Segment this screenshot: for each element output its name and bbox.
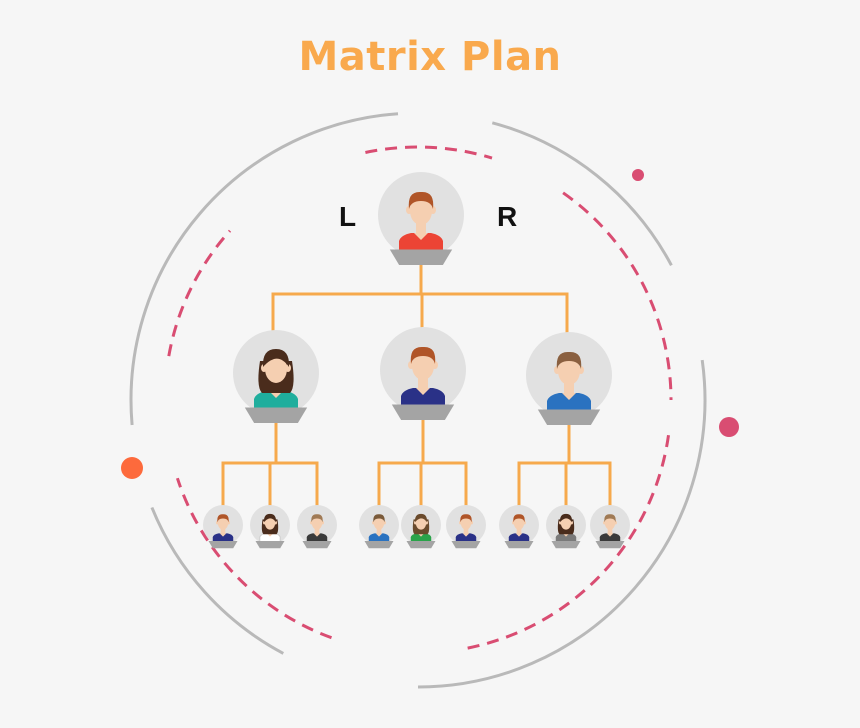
man-red-shirt-icon <box>378 172 464 265</box>
outer-ring-arc <box>417 359 707 689</box>
decor-dot-small <box>632 169 644 181</box>
pedestal <box>244 407 308 423</box>
outer-ring-arc <box>129 112 399 426</box>
woman-teal-shirt-icon <box>233 330 319 423</box>
pedestal <box>302 541 332 549</box>
pedestal <box>451 541 481 549</box>
pedestal <box>406 541 436 549</box>
decorative-rings <box>121 112 739 689</box>
connector-lines <box>221 260 612 509</box>
outer-ring-arc <box>150 506 285 655</box>
man-navy-shirt-icon <box>380 327 466 420</box>
diagram-title: Matrix Plan <box>298 34 562 80</box>
man-navy-shirt-icon <box>203 505 243 549</box>
woman-green-shirt-icon <box>401 505 441 549</box>
pedestal <box>595 541 625 549</box>
inner-dashed-arc <box>175 477 333 640</box>
man-dark-shirt-icon <box>590 505 630 549</box>
pedestal <box>537 409 601 425</box>
man-blue-shirt-icon <box>526 332 612 425</box>
pedestal <box>364 541 394 549</box>
inner-dashed-arc <box>167 229 232 357</box>
right-leg-label: R <box>497 201 518 232</box>
inner-dashed-arc <box>562 191 673 401</box>
woman-gray-shirt-icon <box>546 505 586 549</box>
woman-white-shirt-icon <box>250 505 290 549</box>
left-leg-label: L <box>339 201 357 232</box>
man-navy-shirt-icon <box>499 505 539 549</box>
man-dark-shirt-icon <box>297 505 337 549</box>
inner-dashed-arc <box>461 434 670 651</box>
decor-dot-orange <box>121 457 143 479</box>
pedestal <box>551 541 581 549</box>
pedestal <box>391 404 455 420</box>
man-navy-shirt-icon <box>446 505 486 549</box>
inner-dashed-arc <box>365 145 493 160</box>
pedestal <box>208 541 238 549</box>
man-blue-shirt-icon <box>359 505 399 549</box>
decor-dot-red <box>719 417 739 437</box>
pedestal <box>389 249 453 265</box>
outer-ring-arc <box>491 121 673 267</box>
member-nodes <box>203 172 630 549</box>
pedestal <box>504 541 534 549</box>
pedestal <box>255 541 285 549</box>
